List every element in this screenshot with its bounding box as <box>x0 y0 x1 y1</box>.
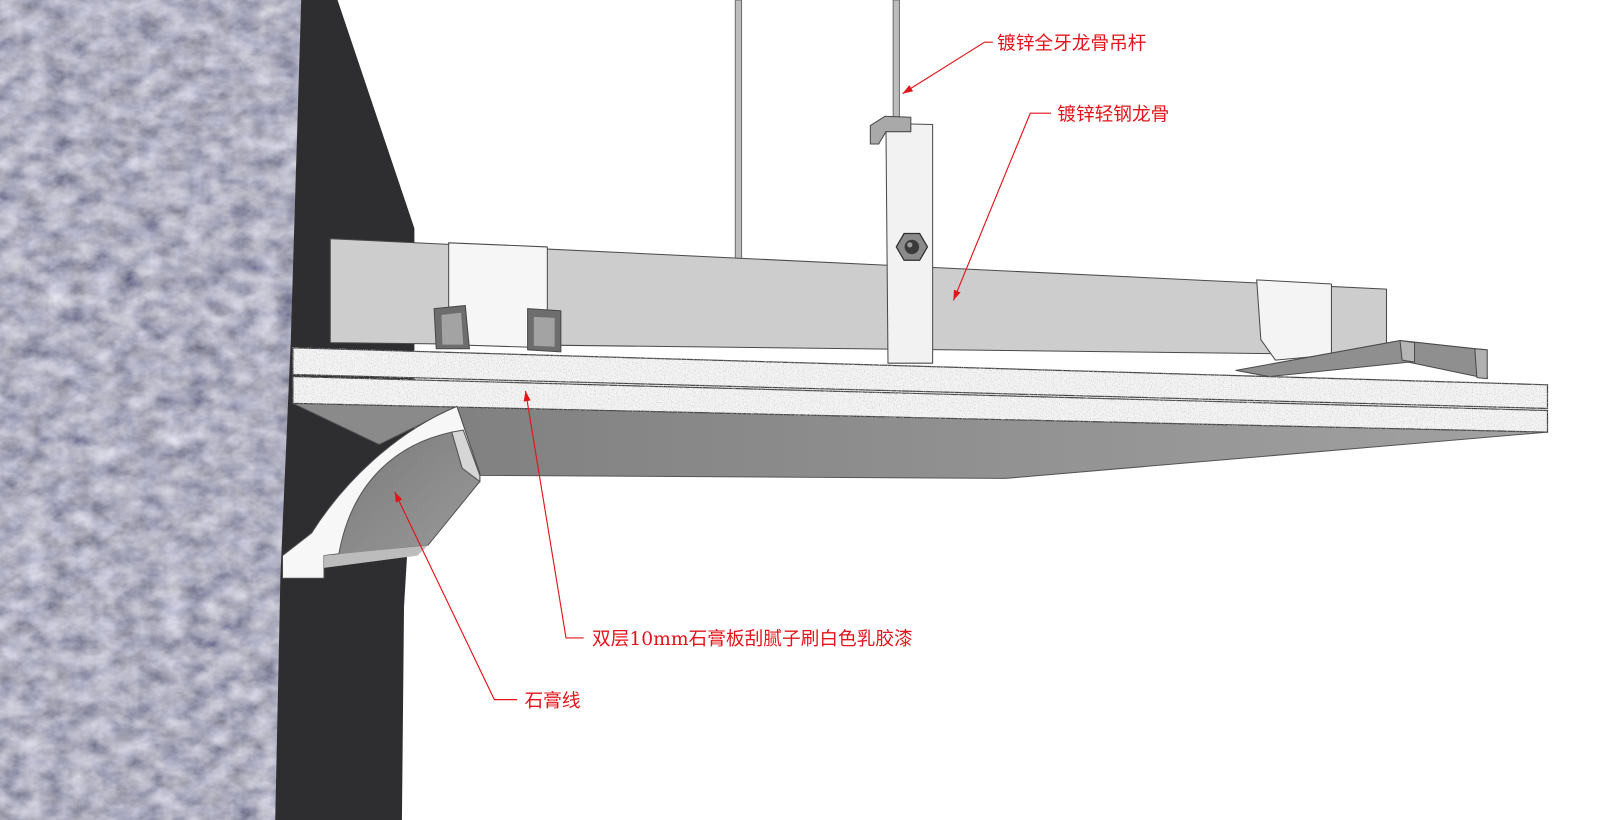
cross-channel-profile-2 <box>527 308 562 353</box>
leader-line-cornice <box>394 491 518 701</box>
label-keel: 镀锌轻钢龙骨 <box>1057 104 1169 125</box>
bolt-nut <box>895 232 929 261</box>
label-board: 双层10mm石膏板刮腻子刷白色乳胶漆 <box>592 628 913 650</box>
hanger-bracket-cap <box>869 115 912 145</box>
keel-clip-right <box>1256 279 1332 361</box>
gypsum-board-lower <box>292 375 1549 433</box>
leader-line-board <box>523 390 584 639</box>
stone-wall <box>0 0 308 820</box>
cross-channel-profile-1 <box>433 305 470 350</box>
suspension-rod-left <box>734 0 743 260</box>
label-cornice: 石膏线 <box>524 690 580 712</box>
gypsum-board-upper <box>292 347 1549 410</box>
leader-line-rod <box>902 41 993 95</box>
leader-line-keel <box>952 112 1052 301</box>
suspension-rod-right <box>892 0 900 124</box>
label-rod: 镀锌全牙龙骨吊杆 <box>997 33 1146 54</box>
gypsum-cornice <box>281 405 481 579</box>
